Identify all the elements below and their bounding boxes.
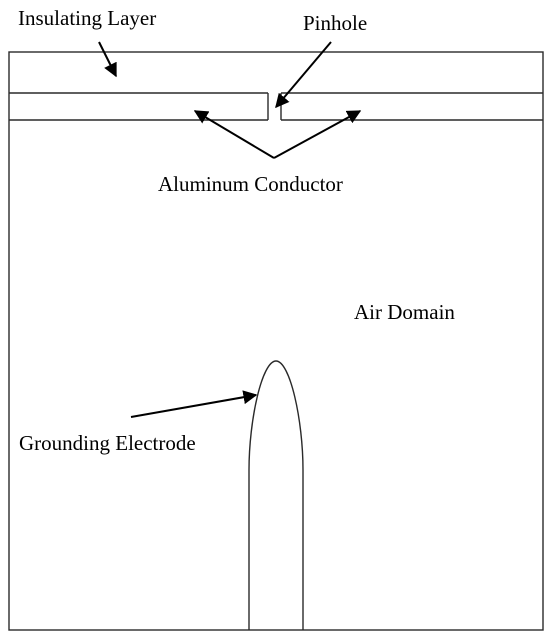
air-domain-region (8, 51, 544, 631)
pinhole-arrow (275, 41, 332, 109)
insulating-layer-label: Insulating Layer (18, 6, 156, 30)
conductor-arrow-left (193, 110, 275, 159)
grounding-electrode-arrow (130, 390, 258, 418)
air-domain-label: Air Domain (354, 300, 455, 324)
pinhole-label: Pinhole (303, 11, 367, 35)
conductor-arrow-right (273, 110, 362, 159)
insulating-layer-arrow (98, 41, 117, 78)
pinhole (267, 93, 282, 120)
aluminum-conductor-label: Aluminum Conductor (158, 172, 343, 196)
grounding-electrode (248, 360, 304, 630)
grounding-electrode-label: Grounding Electrode (19, 431, 196, 455)
